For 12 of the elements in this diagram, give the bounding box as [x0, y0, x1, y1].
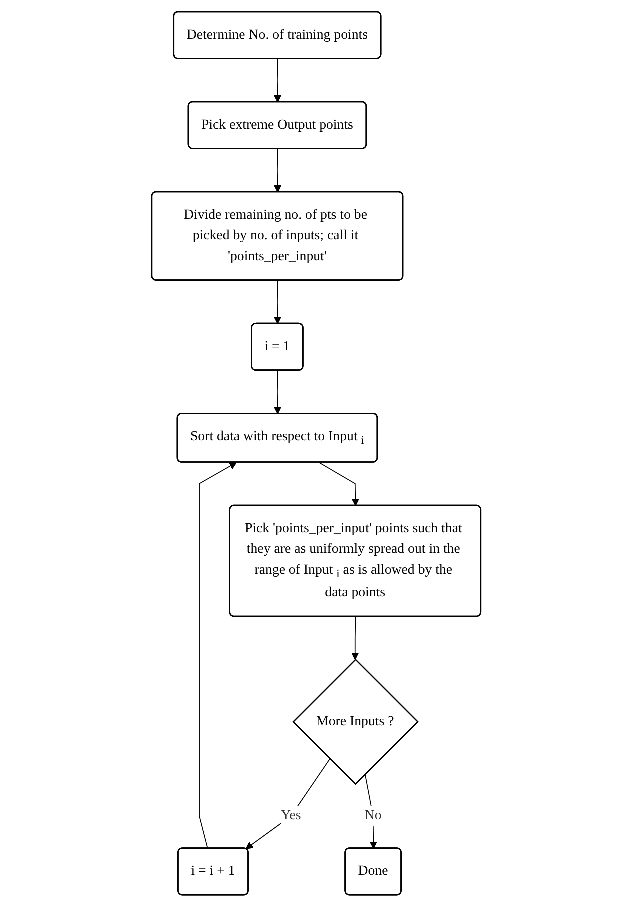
- arrow: [318, 462, 360, 506]
- arrow: [352, 616, 360, 660]
- arrow: [364, 774, 378, 850]
- arrow: [274, 58, 282, 103]
- node-diamond: More Inputs ?: [292, 658, 420, 786]
- edge-label: No: [364, 808, 382, 824]
- arrow: [199, 462, 238, 850]
- edge-label: Yes: [281, 808, 302, 824]
- arrow: [246, 758, 331, 850]
- arrow: [274, 370, 282, 414]
- arrow: [274, 280, 282, 324]
- arrow: [274, 148, 282, 193]
